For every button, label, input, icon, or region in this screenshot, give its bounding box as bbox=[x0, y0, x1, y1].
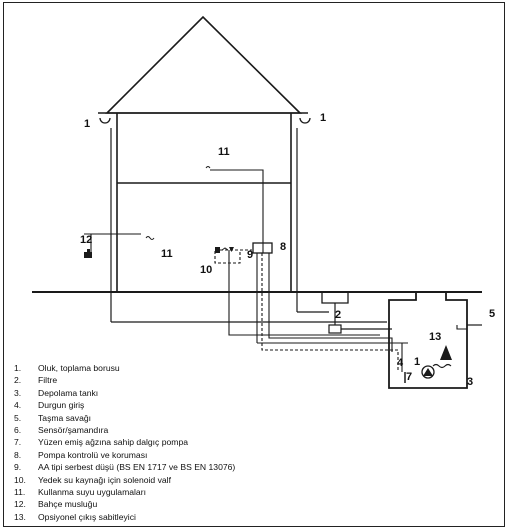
legend-item: 2.Filtre bbox=[14, 375, 58, 386]
upper-outlet-icon bbox=[205, 166, 211, 169]
diagram-frame bbox=[3, 2, 505, 527]
legend-item: 3.Depolama tankı bbox=[14, 387, 99, 398]
outlet-stabilizer bbox=[456, 325, 467, 330]
legend-item: 13.Opsiyonel çıkış sabitleyici bbox=[14, 511, 136, 522]
callout-float: 4 bbox=[397, 357, 404, 369]
ground-outlet-icon bbox=[145, 236, 155, 240]
callout-gutter-right: 1 bbox=[320, 112, 327, 124]
callout-garden-tap: 12 bbox=[80, 234, 93, 246]
solenoid-valve bbox=[215, 247, 220, 253]
garden-tap bbox=[84, 252, 92, 258]
pump-float-triangle bbox=[423, 368, 433, 376]
house-roof bbox=[105, 15, 302, 114]
storage-tank bbox=[388, 292, 468, 389]
legend-item: 10.Yedek su kaynağı için solenoid valf bbox=[14, 474, 171, 485]
callout-solenoid: 10 bbox=[200, 264, 213, 276]
legend-item: 11.Kullanma suyu uygulamaları bbox=[14, 486, 146, 497]
callout-tank: 3 bbox=[467, 376, 474, 388]
callout-gutter-left: 1 bbox=[84, 118, 91, 130]
legend-item: 1.Oluk, toplama borusu bbox=[14, 363, 120, 373]
legend-item: 6.Sensör/şamandıra bbox=[14, 424, 109, 435]
legend-item: 5.Taşma savağı bbox=[14, 412, 92, 423]
callout-control-unit: 8 bbox=[280, 241, 287, 253]
callout-airgap: 9 bbox=[247, 249, 254, 261]
callout-ground-floor: 11 bbox=[161, 248, 173, 260]
filter-chamber bbox=[321, 292, 349, 304]
gutter-left-icon bbox=[99, 117, 111, 124]
legend-item: 9.AA tipi serbest düşü (BS EN 1717 ve BS… bbox=[14, 462, 236, 473]
pump-symbol bbox=[421, 365, 435, 379]
gutter-right-icon bbox=[299, 117, 311, 124]
float-sensor bbox=[440, 345, 452, 360]
callout-overflow: 5 bbox=[489, 308, 496, 320]
callout-pump: 1 bbox=[414, 356, 421, 368]
legend-item: 7.Yüzen emiş ağzına sahip dalgıç pompa bbox=[14, 437, 189, 448]
legend-list: 1.Oluk, toplama borusu 2.Filtre 3.Depola… bbox=[14, 362, 235, 523]
callout-filter: 2 bbox=[335, 309, 342, 321]
legend-item: 12.Bahçe musluğu bbox=[14, 499, 98, 510]
callout-calm-inlet: 7 bbox=[406, 371, 413, 383]
callout-overflow-fix: 13 bbox=[429, 331, 442, 343]
airgap-valve bbox=[229, 247, 234, 252]
legend-item: 8.Pompa kontrolü ve koruması bbox=[14, 449, 148, 460]
supply-line bbox=[210, 169, 264, 253]
legend-item: 4.Durgun giriş bbox=[14, 400, 85, 411]
filter-box bbox=[328, 324, 342, 334]
callout-upper-floor: 11 bbox=[218, 146, 230, 158]
